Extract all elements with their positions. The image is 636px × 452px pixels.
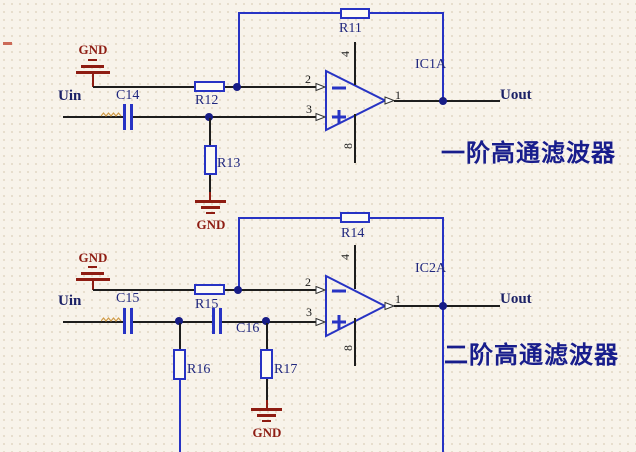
c2-opamp-symbol[interactable] bbox=[315, 272, 401, 342]
c2-gnd-top-bar-mid bbox=[81, 272, 104, 275]
c1-gnd-bottom-bar-wide bbox=[195, 200, 226, 203]
c1-gnd-bottom-stub bbox=[209, 192, 211, 201]
c2-gnd-bottom-bar-mid bbox=[257, 414, 276, 417]
r13-label[interactable]: R13 bbox=[217, 156, 241, 171]
c1-feedback-wire-right[interactable] bbox=[442, 12, 444, 102]
c15-plate-right[interactable] bbox=[130, 308, 133, 334]
r15-body[interactable] bbox=[194, 284, 225, 295]
pin3-arrow-icon bbox=[315, 317, 327, 327]
c1-output-wire[interactable] bbox=[394, 100, 500, 102]
c1-ic-designator[interactable]: IC1A bbox=[415, 57, 447, 72]
pin2-arrow-icon bbox=[315, 285, 327, 295]
c2-pin8-number: 8 bbox=[341, 345, 355, 351]
output-arrow-icon bbox=[384, 96, 396, 105]
c1-uout-label[interactable]: Uout bbox=[500, 87, 532, 103]
c2-ic-designator[interactable]: IC2A bbox=[415, 261, 447, 276]
r13-stub-bottom bbox=[209, 175, 211, 192]
output-arrow-icon bbox=[384, 301, 396, 311]
c2-junction-mid bbox=[175, 317, 183, 325]
edge-artifact bbox=[3, 42, 12, 45]
c1-gnd-bottom-bar-small bbox=[206, 212, 215, 214]
r14-label[interactable]: R14 bbox=[341, 226, 365, 241]
c1-squiggle-artifact bbox=[101, 112, 122, 117]
c16-plate-left[interactable] bbox=[212, 308, 215, 334]
pin2-arrow-icon bbox=[315, 82, 327, 92]
c1-pin1-number: 1 bbox=[395, 88, 401, 102]
r16-stub-top bbox=[179, 323, 181, 349]
c1-junction-pin3 bbox=[205, 113, 213, 121]
c15-label[interactable]: C15 bbox=[116, 291, 140, 306]
r13-stub-top bbox=[209, 118, 211, 145]
c2-feedback-wire-left[interactable] bbox=[238, 217, 240, 291]
c16-label[interactable]: C16 bbox=[236, 321, 260, 336]
r16-wire-down[interactable] bbox=[179, 380, 181, 452]
r17-stub-top bbox=[266, 323, 268, 349]
c1-gnd-top-label[interactable]: GND bbox=[78, 42, 108, 57]
c2-output-wire[interactable] bbox=[394, 305, 500, 307]
r14-body[interactable] bbox=[340, 212, 370, 223]
c2-gnd-bottom-bar-wide bbox=[251, 408, 282, 411]
c1-gnd-bottom-bar-mid bbox=[201, 206, 220, 209]
c2-gnd-top-label[interactable]: GND bbox=[78, 250, 108, 265]
c2-junction-pin3 bbox=[262, 317, 270, 325]
c2-gnd-top-bar-wide bbox=[76, 278, 110, 281]
c2-uin-label[interactable]: Uin bbox=[58, 293, 82, 309]
c1-vcc-pin-wire bbox=[354, 42, 356, 85]
c2-vee-pin-wire bbox=[354, 318, 356, 366]
r11-body[interactable] bbox=[340, 8, 370, 19]
r17-body[interactable] bbox=[260, 349, 273, 379]
c14-plate-left[interactable] bbox=[123, 104, 126, 130]
c2-pin2-number: 2 bbox=[305, 275, 311, 289]
r12-label[interactable]: R12 bbox=[195, 93, 219, 108]
c2-pin3-wire-b[interactable] bbox=[133, 321, 212, 323]
c2-title: 二阶高通滤波器 bbox=[444, 342, 619, 369]
c1-gnd-top-bar-small bbox=[88, 59, 97, 61]
c1-title: 一阶高通滤波器 bbox=[441, 140, 616, 167]
c2-gnd-bottom-stub bbox=[266, 400, 268, 408]
c16-plate-right[interactable] bbox=[219, 308, 222, 334]
c2-squiggle-artifact bbox=[101, 317, 122, 322]
pin3-arrow-icon bbox=[315, 112, 327, 122]
c1-pin3-wire-a[interactable] bbox=[63, 116, 123, 118]
r12-body[interactable] bbox=[194, 81, 225, 92]
c2-junction-output bbox=[439, 302, 447, 310]
c1-pin2-number: 2 bbox=[305, 72, 311, 86]
c1-vee-pin-wire bbox=[354, 114, 356, 163]
c2-pin3-number: 3 bbox=[306, 305, 312, 319]
c2-vcc-pin-wire bbox=[354, 245, 356, 289]
c2-pin4-number: 4 bbox=[338, 254, 352, 260]
c1-junction-output bbox=[439, 97, 447, 105]
c2-gnd-bottom-label[interactable]: GND bbox=[252, 425, 282, 440]
r11-label[interactable]: R11 bbox=[339, 21, 362, 36]
c2-gnd-top-stub bbox=[92, 281, 94, 290]
c2-junction-pin2 bbox=[234, 286, 242, 294]
c2-pin1-number: 1 bbox=[395, 292, 401, 306]
c1-pin3-wire-b[interactable] bbox=[133, 116, 316, 118]
c1-gnd-top-bar-wide bbox=[76, 71, 110, 74]
c1-pin8-number: 8 bbox=[341, 143, 355, 149]
r13-body[interactable] bbox=[204, 145, 217, 175]
c14-label[interactable]: C14 bbox=[116, 88, 140, 103]
r17-label[interactable]: R17 bbox=[274, 362, 298, 377]
c1-gnd-bottom-label[interactable]: GND bbox=[196, 217, 226, 232]
c1-pin3-number: 3 bbox=[306, 102, 312, 116]
c1-junction-pin2 bbox=[233, 83, 241, 91]
r16-label[interactable]: R16 bbox=[187, 362, 211, 377]
c2-output-wire-down[interactable] bbox=[442, 217, 444, 452]
c14-plate-right[interactable] bbox=[130, 104, 133, 130]
c15-plate-left[interactable] bbox=[123, 308, 126, 334]
c1-opamp-symbol[interactable] bbox=[315, 67, 401, 137]
c1-gnd-top-stub bbox=[92, 74, 94, 87]
c1-uin-label[interactable]: Uin bbox=[58, 88, 82, 104]
c2-gnd-bottom-bar-small bbox=[262, 420, 271, 422]
r17-stub-bottom bbox=[266, 379, 268, 400]
c2-uout-label[interactable]: Uout bbox=[500, 291, 532, 307]
c1-gnd-top-bar-mid bbox=[81, 65, 104, 68]
c1-pin4-number: 4 bbox=[338, 51, 352, 57]
c1-feedback-wire-left[interactable] bbox=[238, 12, 240, 88]
c2-gnd-top-bar-small bbox=[88, 266, 97, 268]
r16-body[interactable] bbox=[173, 349, 186, 380]
c2-pin3-wire-a[interactable] bbox=[63, 321, 123, 323]
